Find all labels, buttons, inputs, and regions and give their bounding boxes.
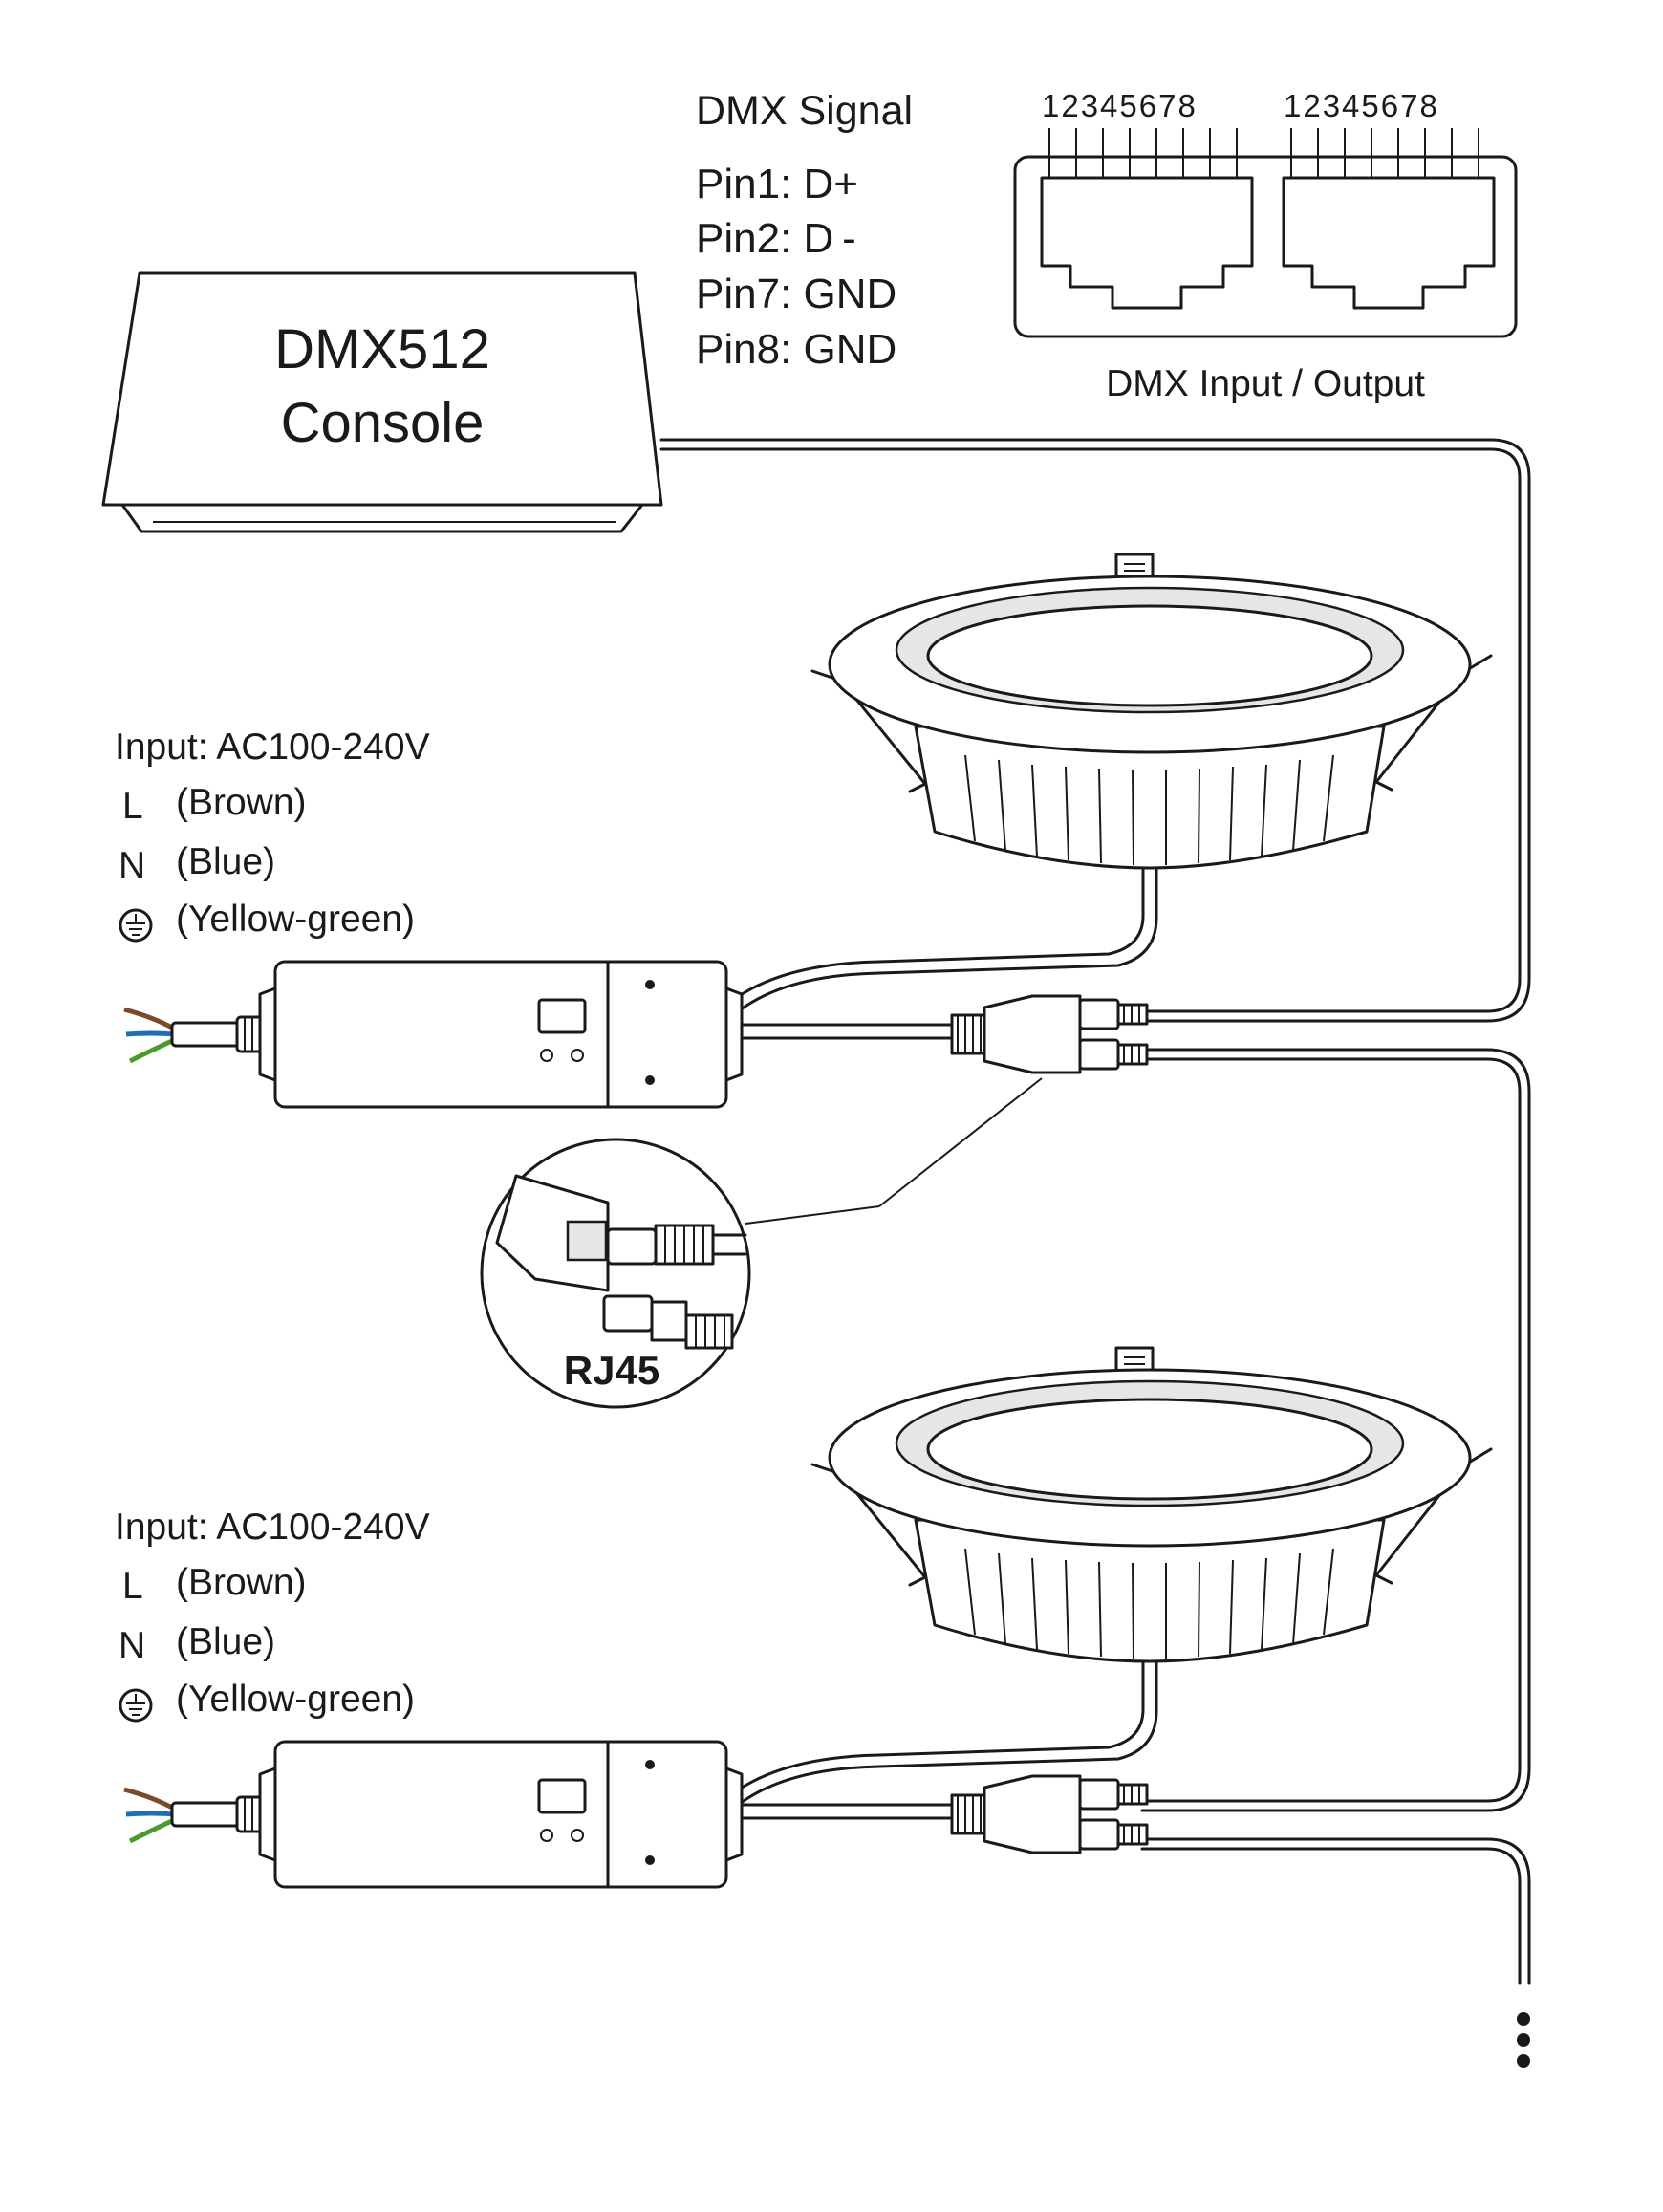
pin-numbers-right: 12345678 [1284,88,1439,123]
downlight-1 [726,553,1493,1015]
wire-symbol-n: N [119,1625,145,1666]
rj45-detail-callout: RJ45 [480,1077,1043,1409]
wire-label-yellow-green: (Yellow-green) [176,1679,415,1720]
input-title: Input: AC100-240V [115,726,430,768]
wire-label-brown: (Brown) [176,782,307,823]
rj45-label: RJ45 [564,1348,659,1393]
wire-label-blue: (Blue) [176,1621,275,1662]
driver-1 [123,960,1149,1109]
pin2-label: Pin2: D - [696,215,856,262]
rj45-port-right [1282,128,1496,310]
ellipsis-vertical-icon [1517,2012,1530,2068]
wire-label-yellow-green: (Yellow-green) [176,899,415,940]
rj45-ports-pinout: 12345678 12345678 DMX Input / Output [1013,88,1518,404]
wire-blue [125,1811,175,1817]
wire-symbol-l: L [122,786,143,827]
pin-numbers-left: 12345678 [1042,88,1198,123]
dmx-cable-console [659,438,1531,1023]
dmx-cable-link [1140,1048,1531,1812]
driver-2 [123,1740,1149,1889]
console-title-line2: Console [281,392,485,454]
wire-yellow-green [128,1037,176,1064]
downlight-2 [726,1346,1493,1809]
dmx512-console: DMX512 Console [101,271,663,533]
dmx-cable-next [1140,1837,1531,1985]
input-legend-2: Input: AC100-240V L (Brown) N (Blue) (Ye… [115,1507,430,1723]
ground-icon [119,908,153,943]
input-title: Input: AC100-240V [115,1507,430,1548]
console-title-line1: DMX512 [274,318,490,380]
dmx-signal-legend: DMX Signal Pin1: D+ Pin2: D - Pin7: GND … [696,88,913,373]
wire-blue [125,1030,175,1037]
ground-icon [119,1688,153,1723]
pin1-label: Pin1: D+ [696,161,858,207]
dmx-signal-title: DMX Signal [696,88,913,134]
wire-label-brown: (Brown) [176,1562,307,1603]
dmx-io-caption: DMX Input / Output [1106,363,1425,404]
wire-symbol-n: N [119,845,145,886]
rj45-port-left [1040,128,1254,310]
pin8-label: Pin8: GND [696,326,896,373]
wire-label-blue: (Blue) [176,841,275,882]
wire-yellow-green [128,1817,176,1844]
wire-symbol-l: L [122,1566,143,1607]
input-legend-1: Input: AC100-240V L (Brown) N (Blue) (Ye… [115,726,430,943]
wire-brown [123,1007,176,1031]
wire-brown [123,1787,176,1811]
pin7-label: Pin7: GND [696,271,896,317]
